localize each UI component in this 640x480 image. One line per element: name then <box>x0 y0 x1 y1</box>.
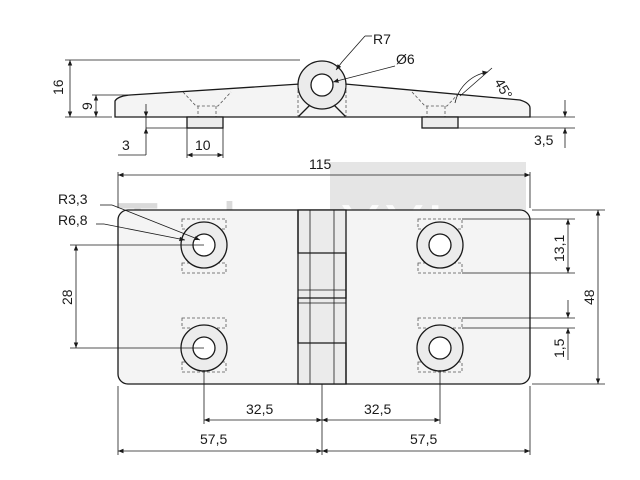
dim-115: 115 <box>309 156 332 172</box>
dim-28: 28 <box>59 289 75 305</box>
dim-9: 9 <box>79 102 95 110</box>
dim-57-5-left: 57,5 <box>200 431 227 447</box>
dim-32-5-right: 32,5 <box>364 401 391 417</box>
top-knuckle <box>297 209 347 385</box>
side-knuckle-split <box>297 104 347 118</box>
dim-r6-8: R6,8 <box>58 212 88 228</box>
side-countersink-right <box>411 91 461 117</box>
side-pin-hole <box>310 73 334 97</box>
dim-16: 16 <box>50 79 66 95</box>
dim-r7: R7 <box>373 31 391 47</box>
dim-13-1: 13,1 <box>551 235 567 262</box>
hole-top-right <box>416 218 464 274</box>
dim-1-5: 1,5 <box>551 338 567 358</box>
dim-10: 10 <box>195 137 211 153</box>
side-countersink-left <box>182 91 232 117</box>
dim-3-5: 3,5 <box>534 132 554 148</box>
dim-48: 48 <box>581 289 597 305</box>
side-boss-right <box>421 116 459 129</box>
top-view-dimensions: 115 R3,3 R6,8 28 13,1 48 1,5 <box>58 156 605 455</box>
dim-57-5-right: 57,5 <box>410 431 437 447</box>
side-view-dimensions: 16 9 3 10 3,5 R7 Ø6 45° <box>50 31 575 158</box>
dim-r3-3: R3,3 <box>58 191 88 207</box>
side-view <box>114 60 531 129</box>
dim-diameter-6: Ø6 <box>396 51 415 67</box>
dim-32-5-left: 32,5 <box>246 401 273 417</box>
side-boss-left <box>186 116 224 129</box>
top-knuckle-joints <box>297 210 347 384</box>
top-view <box>117 209 531 385</box>
dim-3: 3 <box>122 137 130 153</box>
